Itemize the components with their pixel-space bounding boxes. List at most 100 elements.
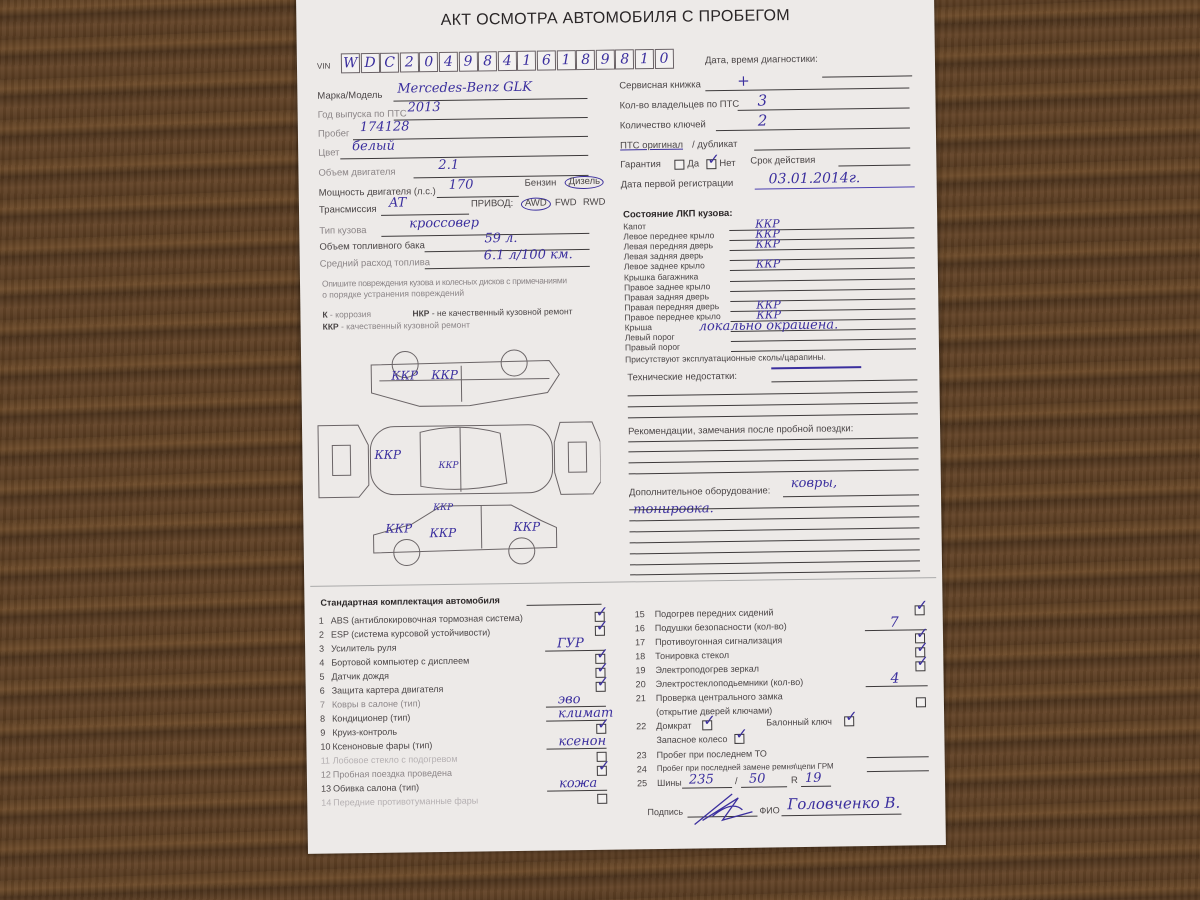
equipment-checkbox[interactable] [915, 661, 926, 672]
equipment-number: 10 [320, 741, 331, 752]
field-line [781, 813, 902, 817]
fuel-diesel-selected[interactable]: Дизель [564, 175, 605, 190]
equipment-value[interactable]: 7 [889, 614, 899, 631]
jack-checkbox[interactable] [702, 720, 713, 731]
note-line[interactable] [628, 437, 919, 443]
equipment-checkbox[interactable] [914, 605, 925, 616]
paint-item-value[interactable]: ККР [755, 257, 781, 271]
vin-char-box[interactable]: C [379, 52, 400, 73]
equipment-checkbox[interactable] [595, 681, 606, 692]
note-line[interactable] [627, 413, 918, 419]
vin-char-box[interactable]: 4 [438, 51, 459, 73]
vin-char-box[interactable]: 4 [497, 50, 517, 72]
paint-item-value[interactable]: локально окрашена. [698, 317, 839, 335]
field-value[interactable]: 2013 [407, 99, 441, 116]
drive-fwd[interactable]: FWD [554, 197, 577, 209]
service-book-value[interactable]: + [737, 71, 750, 90]
note-line[interactable] [783, 494, 920, 498]
field-line [705, 87, 910, 92]
equipment-value[interactable]: ГУР [556, 636, 584, 652]
field-value[interactable]: 170 [448, 177, 474, 193]
note-line[interactable] [771, 379, 918, 383]
equipment-title: Стандартная комплектация автомобиля [320, 595, 500, 608]
note-line[interactable] [629, 538, 920, 544]
field-line [413, 174, 589, 179]
field-line [730, 338, 916, 343]
wrench-label: Балонный ключ [766, 716, 833, 728]
equipment-label: Тонировка стекол [655, 650, 730, 662]
drive-rwd[interactable]: RWD [582, 196, 606, 209]
equipment-checkbox[interactable] [596, 765, 607, 776]
tires-width[interactable]: 235 [688, 772, 714, 788]
equipment-number: 3 [319, 643, 325, 654]
vin-char-box[interactable]: 1 [556, 50, 576, 71]
field-value[interactable]: 174128 [359, 119, 410, 136]
drive-awd-selected[interactable]: AWD [520, 197, 551, 211]
owners-value[interactable]: 3 [757, 91, 768, 110]
pts-original-selected[interactable]: ПТС оригинал [620, 139, 684, 152]
field-value[interactable]: белый [352, 138, 396, 155]
pts-duplicate[interactable]: / дубликат [692, 138, 738, 151]
fuel-petrol[interactable]: Бензин [524, 177, 557, 189]
note-line[interactable] [629, 527, 920, 533]
field-line [393, 116, 588, 121]
wrench-checkbox[interactable] [844, 716, 855, 727]
equipment-value[interactable]: ксенон [558, 733, 607, 750]
field-line[interactable] [866, 770, 929, 773]
field-value[interactable]: 2.1 [438, 157, 460, 174]
equipment-checkbox[interactable] [596, 723, 607, 734]
field-line[interactable] [866, 756, 929, 759]
vin-char-box[interactable]: 1 [634, 49, 655, 70]
equipment-label: Датчик дождя [331, 670, 390, 682]
note-line[interactable] [628, 469, 919, 475]
tires-diameter[interactable]: 19 [804, 770, 822, 786]
vin-char-box[interactable]: 1 [517, 50, 537, 71]
field-value[interactable]: 59 л. [484, 230, 518, 247]
keys-label: Количество ключей [619, 119, 706, 132]
vin-char-box[interactable]: 8 [615, 49, 635, 70]
vin-char-box[interactable]: 0 [419, 52, 439, 73]
field-value[interactable]: кроссовер [409, 215, 480, 232]
equipment-checkbox[interactable] [594, 625, 605, 636]
note-line[interactable] [629, 549, 920, 555]
spare-checkbox[interactable] [734, 733, 745, 744]
field-label: Трансмиссия [318, 203, 377, 216]
vin-char-box[interactable]: 2 [399, 52, 419, 73]
vin-char-box[interactable]: 0 [654, 48, 674, 69]
note-line[interactable] [627, 402, 918, 408]
vin-char-box[interactable]: 9 [458, 51, 478, 72]
fio-value[interactable]: Головченко В. [787, 793, 901, 814]
note-line[interactable] [629, 560, 920, 566]
equipment-value[interactable]: 4 [890, 670, 900, 687]
equipment-number: 14 [321, 797, 332, 808]
equipment-label: Пробная поездка проведена [332, 767, 453, 780]
equipment-value[interactable]: кожа [558, 775, 598, 792]
field-value[interactable]: 6.1 л/100 км. [483, 247, 573, 264]
vin-char-box[interactable]: 8 [575, 49, 596, 71]
tires-profile[interactable]: 50 [748, 771, 766, 787]
paint-item-value[interactable]: ККР [755, 237, 781, 251]
vin-char-box[interactable]: 9 [595, 49, 615, 70]
field-line [424, 265, 590, 270]
vin-char-box[interactable]: W [340, 53, 361, 74]
equipment-checkbox[interactable] [915, 697, 926, 708]
recommend-label: Рекомендации, замечания после пробной по… [628, 423, 854, 438]
first-reg-value[interactable]: 03.01.2014г. [768, 170, 861, 188]
note-line[interactable] [629, 516, 920, 522]
note-line[interactable] [627, 391, 918, 397]
note-line[interactable] [630, 570, 921, 576]
equipment-checkbox[interactable] [597, 793, 608, 804]
warranty-yes-checkbox[interactable] [674, 159, 685, 170]
field-value[interactable]: AT [388, 195, 407, 211]
vin-char-box[interactable]: 8 [477, 51, 498, 72]
tires-r: R [790, 775, 798, 787]
note-line[interactable] [628, 458, 919, 464]
field-value[interactable]: Mercedes-Benz GLK [397, 79, 533, 97]
equipment-value[interactable]: эво [557, 692, 581, 708]
warranty-no-checkbox[interactable] [706, 159, 717, 170]
vin-char-box[interactable]: 6 [536, 50, 557, 71]
keys-value[interactable]: 2 [757, 111, 768, 130]
note-line[interactable] [628, 447, 919, 453]
vin-char-box[interactable]: D [360, 52, 380, 74]
jack-label: Домкрат [656, 720, 692, 732]
